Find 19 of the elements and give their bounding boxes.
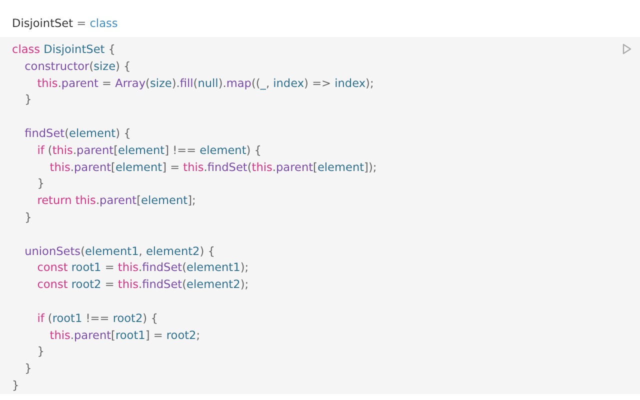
code-line: } bbox=[12, 378, 20, 394]
code-line: const root1 = this.findSet(element1); bbox=[36, 260, 249, 276]
code-line: this.parent[element] = this.findSet(this.parent[element]); bbox=[48, 160, 377, 176]
code-line: } bbox=[24, 92, 32, 108]
code-line: constructor(size) { bbox=[24, 58, 131, 75]
code-line: } bbox=[24, 210, 32, 226]
code-line: findSet(element) { bbox=[24, 126, 131, 142]
code-line: unionSets(element1, element2) { bbox=[24, 244, 215, 260]
code-line: if (this.parent[element] !== element) { bbox=[36, 142, 262, 159]
code-line: } bbox=[36, 176, 44, 192]
code-line: return this.parent[element]; bbox=[36, 193, 196, 210]
code-line: class DisjointSet { bbox=[12, 42, 116, 58]
code-line: if (root1 !== root2) { bbox=[36, 310, 158, 327]
code-line: this.parent[root1] = root2; bbox=[48, 328, 200, 344]
code-line: this.parent = Array(size).fill(null).map((_, index) => index); bbox=[36, 76, 374, 92]
code-line: const root2 = this.findSet(element2); bbox=[36, 277, 249, 294]
code-cell-header: DisjointSet = class bbox=[12, 16, 118, 32]
code-line: } bbox=[24, 361, 32, 378]
code-line: } bbox=[36, 344, 44, 360]
